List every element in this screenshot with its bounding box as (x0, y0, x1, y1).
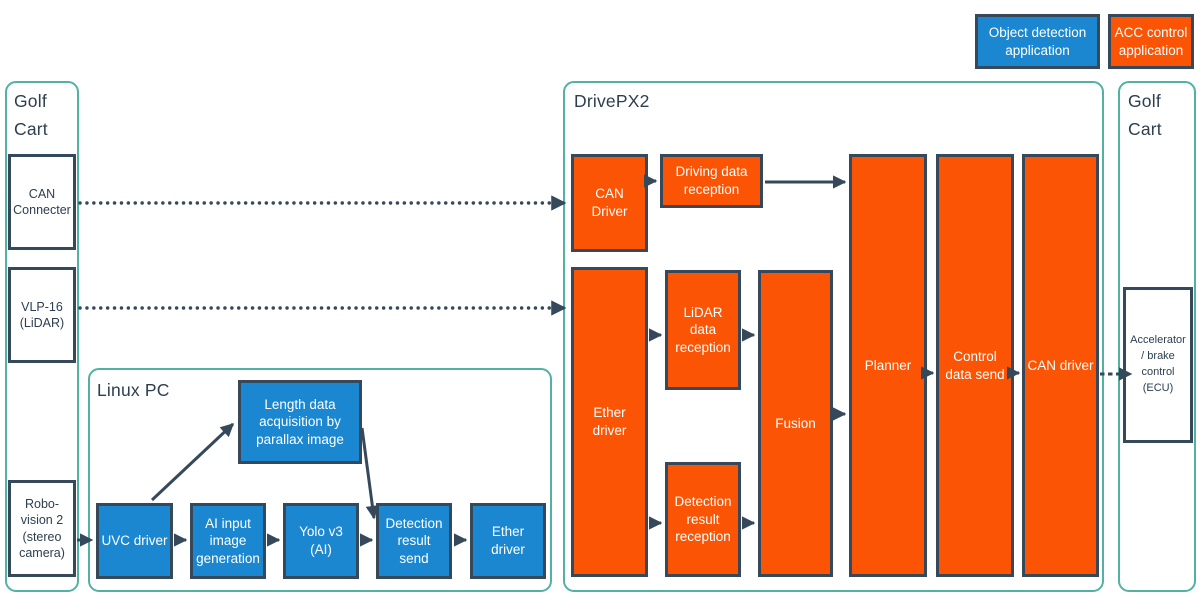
node-yolo-v3: Yolo v3 (AI) (283, 503, 359, 579)
node-control-data-send: Control data send (936, 154, 1014, 577)
node-ai-input-image-generation: AI input image generation (190, 503, 266, 579)
node-detection-result-send: Detection result send (376, 503, 452, 579)
golf-cart-right-title: Golf Cart (1128, 91, 1162, 139)
node-ether-driver-px: Ether driver (571, 267, 648, 577)
legend-acc-control: ACC control application (1108, 14, 1194, 69)
node-uvc-driver: UVC driver (96, 503, 173, 579)
node-fusion: Fusion (758, 270, 833, 577)
node-accelerator-brake-ecu: Accelerator / brake control (ECU) (1123, 287, 1193, 443)
node-can-connecter: CAN Connecter (8, 154, 76, 250)
linux-pc-title: Linux PC (97, 380, 170, 400)
golf-cart-left-title: Golf Cart (14, 91, 48, 139)
node-detection-result-reception: Detection result reception (665, 462, 741, 577)
node-lidar-data-reception: LiDAR data reception (665, 270, 741, 390)
node-can-driver-rx: CAN Driver (571, 154, 648, 252)
node-ether-driver-pc: Ether driver (470, 503, 546, 579)
node-can-driver-tx: CAN driver (1022, 154, 1099, 577)
node-vlp16-lidar: VLP-16 (LiDAR) (8, 267, 76, 363)
legend-object-detection: Object detection application (975, 14, 1100, 69)
node-length-data-acquisition: Length data acquisition by parallax imag… (238, 380, 362, 464)
drivepx2-title: DrivePX2 (574, 91, 650, 111)
node-planner: Planner (849, 154, 927, 577)
node-driving-data-reception: Driving data reception (660, 154, 763, 208)
node-robovision-camera: Robo-vision 2 (stereo camera) (8, 480, 76, 577)
